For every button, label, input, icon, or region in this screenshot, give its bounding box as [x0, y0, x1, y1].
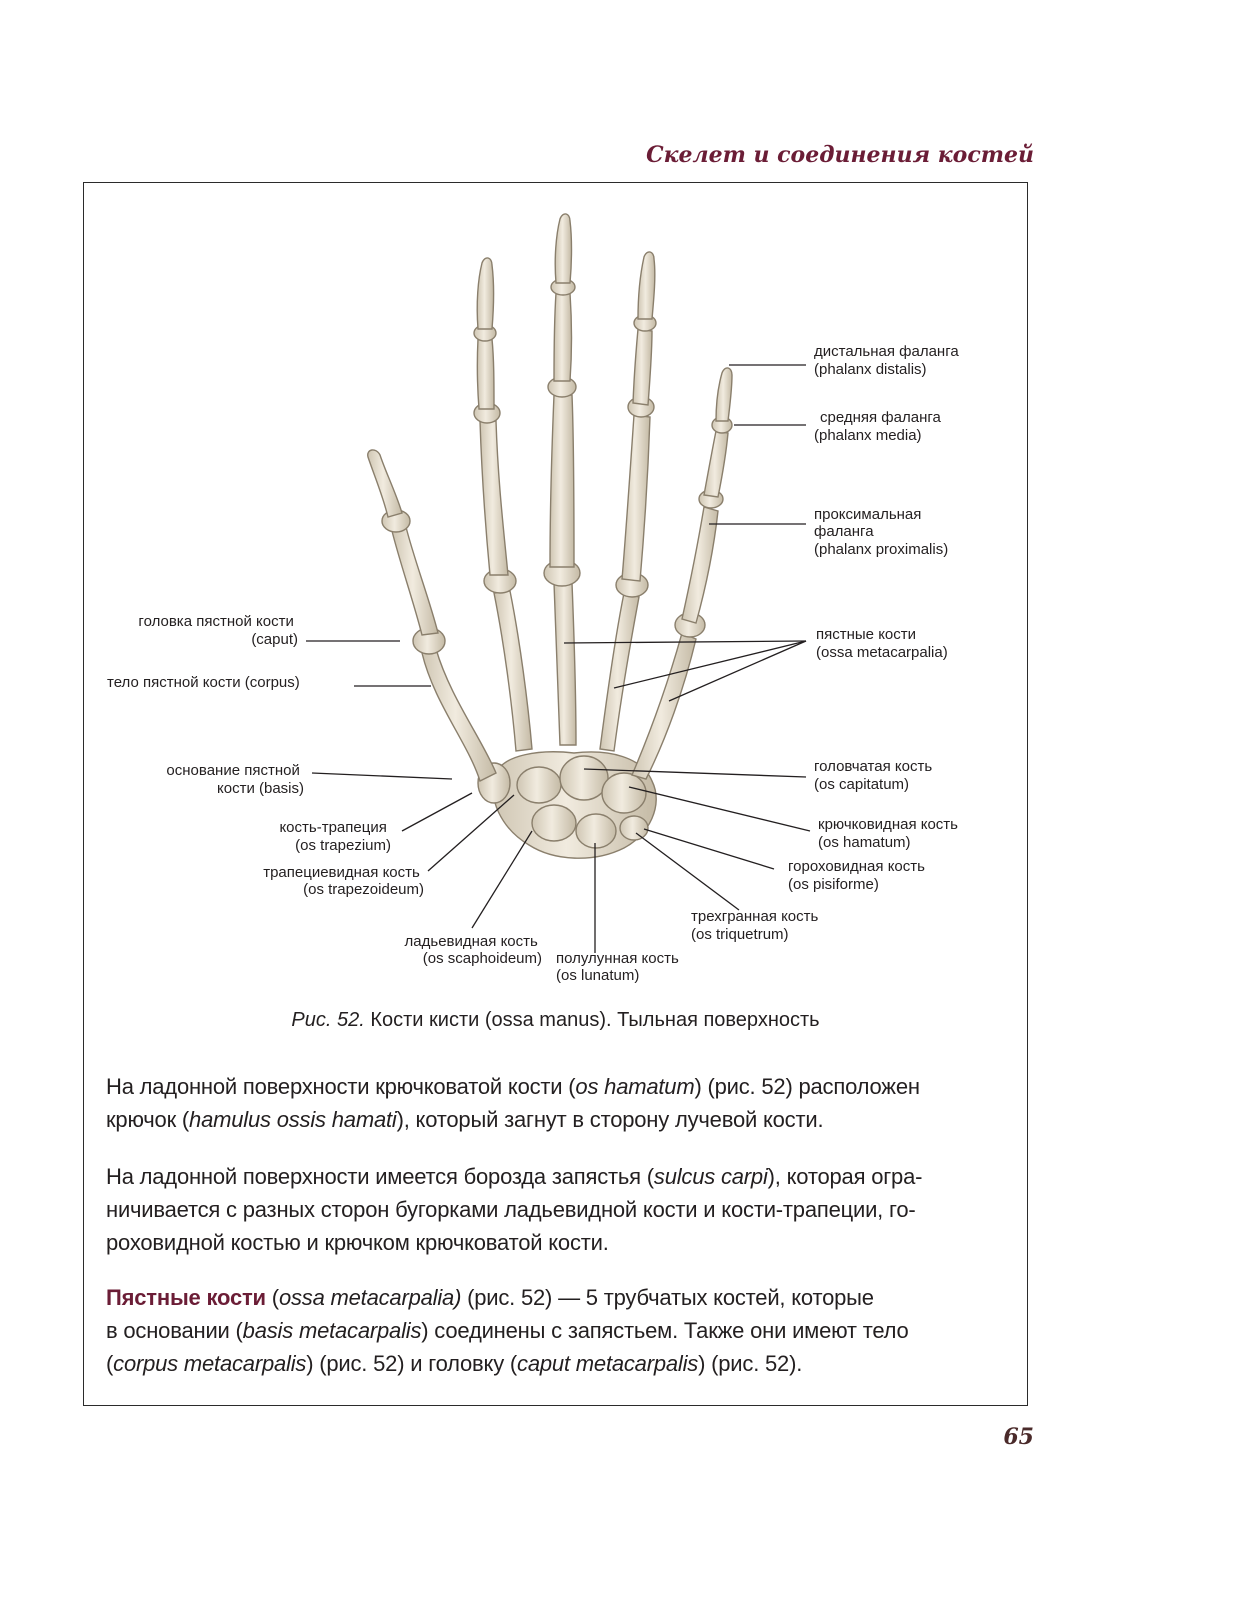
- leader-scaphoideum: [471, 830, 533, 929]
- content-box: дистальная фаланга (phalanx distalis) ср…: [83, 182, 1028, 1406]
- leader-basis: [311, 772, 453, 780]
- label-metacarpalia: пястные кости (ossa metacarpalia): [816, 626, 948, 661]
- label-phalanx-proximalis: проксимальная фаланга (phalanx proximali…: [814, 506, 948, 558]
- label-hamatum: крючковидная кость (os hamatum): [818, 816, 962, 851]
- leader-trapezium: [401, 792, 473, 832]
- label-scaphoideum: ладьевидная кость (os scaphoideum): [405, 933, 542, 967]
- label-capitatum: головчатая кость (os capitatum): [814, 758, 936, 793]
- leader-metacarpalia-1: [563, 640, 807, 644]
- leader-trapezoideum: [427, 794, 515, 872]
- paragraph-1: На ладонной поверхности крючковатой кост…: [106, 1074, 920, 1132]
- paragraph-3: Пястные кости (ossa metacarpalia) (рис. …: [106, 1285, 909, 1376]
- leader-capitatum: [583, 768, 807, 778]
- leader-triquetrum: [635, 832, 740, 911]
- leader-metacarpalia-3: [668, 640, 807, 702]
- label-phalanx-media: средняя фаланга (phalanx media): [814, 409, 945, 444]
- leader-pisiforme: [643, 828, 775, 870]
- term-metacarpal-bones: Пястные кости: [106, 1285, 266, 1310]
- figure-caption-text: Кости кисти (ossa manus). Тыльная поверх…: [364, 1009, 820, 1031]
- label-caput: головка пястной кости (caput): [138, 613, 298, 648]
- page-number: 65: [1003, 1424, 1034, 1450]
- label-triquetrum: трехгранная кость (os triquetrum): [691, 908, 823, 943]
- running-header: Скелет и соединения костей: [646, 142, 1034, 168]
- label-pisiforme: гороховидная кость (os pisiforme): [788, 858, 929, 893]
- label-basis: основание пястной кости (basis): [166, 762, 304, 797]
- figure-number: Рис. 52.: [291, 1009, 365, 1031]
- label-trapezoideum: трапециевидная кость (os trapezoideum): [263, 864, 424, 898]
- figure-caption: Рис. 52. Кости кисти (ossa manus). Тыльн…: [84, 1009, 1027, 1032]
- label-phalanx-distalis: дистальная фаланга (phalanx distalis): [814, 343, 963, 378]
- label-trapezium: кость-трапеция (os trapezium): [279, 819, 391, 854]
- paragraph-2: На ладонной поверхности имеется борозда …: [106, 1164, 923, 1255]
- leader-lines: [306, 364, 811, 953]
- figure-labels: дистальная фаланга (phalanx distalis) ср…: [107, 343, 963, 984]
- label-corpus: тело пястной кости (corpus): [107, 674, 300, 691]
- hand-bones-figure: дистальная фаланга (phalanx distalis) ср…: [107, 213, 963, 984]
- label-lunatum: полулунная кость (os lunatum): [556, 950, 683, 984]
- leader-metacarpalia-2: [613, 640, 807, 689]
- hand-illustration: [367, 213, 733, 859]
- leader-hamatum: [628, 786, 811, 832]
